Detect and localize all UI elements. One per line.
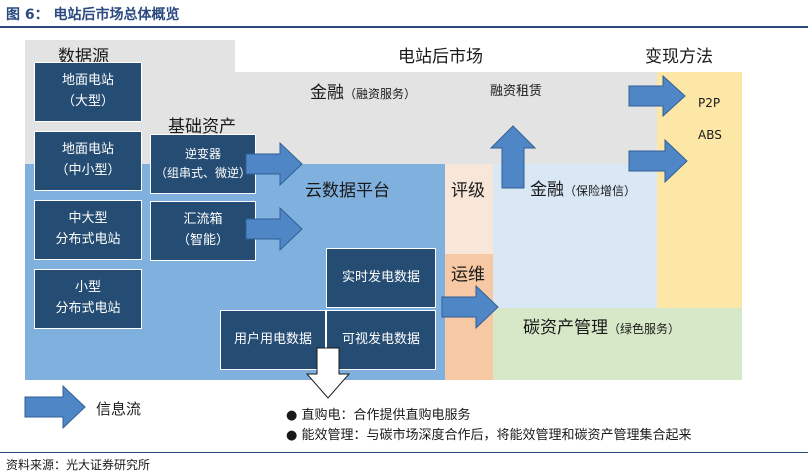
bullet-direct-power-text: 直购电：合作提供直购电服务 bbox=[301, 408, 471, 423]
post-market-header: 电站后市场 bbox=[398, 47, 483, 67]
arrow-up-to-leasing bbox=[489, 125, 537, 189]
operations-label: 运维 bbox=[451, 265, 485, 285]
user-data-box: 用户用电数据 bbox=[220, 310, 326, 370]
carbon-subtitle: （绿色服务） bbox=[608, 322, 681, 336]
bullet-direct-power: ● 直购电：合作提供直购电服务 bbox=[286, 404, 471, 423]
inverter-box: 逆变器 （组串式、微逆） bbox=[150, 134, 256, 194]
rating-label: 评级 bbox=[451, 181, 485, 201]
arrow-inverter-to-cloud bbox=[245, 141, 303, 187]
exit-p2p: P2P bbox=[698, 96, 721, 110]
carbon-label: 碳资产管理（绿色服务） bbox=[523, 313, 680, 338]
basic-assets-header: 基础资产 bbox=[168, 117, 236, 137]
finance-region bbox=[235, 72, 657, 164]
insurance-title: 金融 bbox=[530, 180, 564, 200]
realtime-data-box: 实时发电数据 bbox=[326, 248, 436, 308]
bullet-dot-icon: ● bbox=[286, 408, 302, 423]
leasing-label: 融资租赁 bbox=[490, 84, 543, 99]
figure-title: 图 6： 电站后市场总体概览 bbox=[6, 7, 180, 23]
exit-methods-header: 变现方法 bbox=[645, 47, 713, 67]
exit-abs: ABS bbox=[698, 128, 722, 142]
arrow-down-outline bbox=[305, 347, 351, 399]
carbon-region bbox=[493, 308, 742, 380]
source-divider bbox=[0, 452, 808, 453]
arrow-to-carbon bbox=[441, 284, 499, 330]
legend-arrow-icon bbox=[24, 384, 86, 430]
title-underline bbox=[0, 26, 808, 28]
visual-data-box: 可视发电数据 bbox=[326, 310, 436, 370]
ground-station-large: 地面电站 （大型） bbox=[34, 62, 142, 122]
bullet-energy-efficiency: ● 能效管理：与碳市场深度合作后，将能效管理和碳资产管理集合起来 bbox=[286, 424, 692, 443]
insurance-subtitle: （保险增信） bbox=[564, 184, 637, 198]
arrow-combiner-to-cloud bbox=[245, 206, 303, 252]
finance-title: 金融 bbox=[310, 83, 344, 103]
bullet-energy-efficiency-text: 能效管理：与碳市场深度合作后，将能效管理和碳资产管理集合起来 bbox=[301, 428, 692, 443]
distributed-station-small: 小型 分布式电站 bbox=[34, 269, 142, 329]
arrow-to-abs bbox=[628, 138, 688, 184]
cloud-platform-label: 云数据平台 bbox=[305, 181, 390, 201]
ground-station-small: 地面电站 （中小型） bbox=[34, 131, 142, 191]
figure-source: 资料来源：光大证券研究所 bbox=[6, 458, 151, 472]
combiner-box: 汇流箱 （智能） bbox=[150, 201, 256, 261]
finance-label: 金融（融资服务） bbox=[310, 78, 416, 103]
arrow-to-p2p bbox=[628, 74, 686, 118]
carbon-title: 碳资产管理 bbox=[523, 318, 608, 338]
rating-region bbox=[445, 164, 493, 254]
bullet-dot-icon: ● bbox=[286, 428, 302, 443]
insurance-label: 金融（保险增信） bbox=[530, 175, 636, 200]
finance-subtitle: （融资服务） bbox=[344, 87, 417, 101]
distributed-station-large: 中大型 分布式电站 bbox=[34, 200, 142, 260]
legend-info-flow: 信息流 bbox=[96, 400, 142, 418]
